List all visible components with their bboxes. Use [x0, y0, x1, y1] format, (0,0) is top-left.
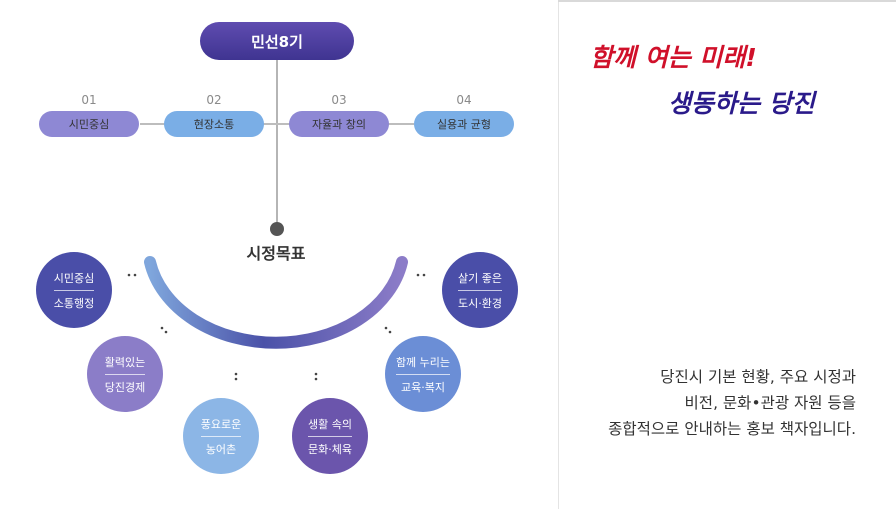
goal-line1: 풍요로운	[200, 416, 242, 437]
description: 당진시 기본 현황, 주요 시정과 비전, 문화•관광 자원 등을 종합적으로 …	[526, 364, 856, 442]
goal-line2: 농어촌	[205, 442, 237, 456]
goal-line1: 살기 좋은	[458, 270, 502, 291]
value-number-4: 04	[456, 93, 472, 107]
dot-marker	[422, 273, 426, 277]
slogan-line-1: 함께 여는 미래!	[590, 43, 757, 72]
dot-marker	[127, 273, 131, 277]
description-line: 당진시 기본 현황, 주요 시정과	[660, 368, 856, 386]
dot-marker	[160, 326, 164, 330]
goal-line2: 소통행정	[53, 296, 95, 310]
goal-circle-4: 생활 속의 문화·체육	[292, 398, 368, 474]
dot-marker	[314, 377, 318, 381]
goal-line1: 함께 누리는	[395, 354, 451, 375]
dot-marker	[133, 273, 137, 277]
goal-circle-5: 함께 누리는 교육·복지	[385, 336, 461, 412]
connector-dot	[270, 222, 284, 236]
goal-line1: 활력있는	[104, 354, 146, 375]
dot-marker	[234, 377, 238, 381]
goal-line1: 시민중심	[53, 270, 95, 291]
goal-line1: 생활 속의	[308, 416, 352, 437]
dot-marker	[388, 330, 392, 334]
value-number-1: 01	[81, 93, 97, 107]
description-line: 종합적으로 안내하는 홍보 책자입니다.	[608, 420, 856, 438]
top-title-pill: 민선8기	[200, 22, 354, 60]
slogan-line-2: 생동하는 당진	[668, 89, 815, 118]
dot-marker	[416, 273, 420, 277]
value-pill-4: 실용과 균형	[414, 111, 514, 137]
panel-divider-vertical	[558, 0, 559, 509]
dot-marker	[314, 372, 318, 376]
value-pill-3: 자율과 창의	[289, 111, 389, 137]
arc-band	[144, 256, 408, 349]
value-pill-2: 현장소통	[164, 111, 264, 137]
goal-circle-1: 시민중심 소통행정	[36, 252, 112, 328]
dot-marker	[164, 330, 168, 334]
value-number-2: 02	[206, 93, 222, 107]
arc-separators	[172, 319, 380, 363]
goal-line2: 당진경제	[104, 380, 146, 394]
goal-circle-3: 풍요로운 농어촌	[183, 398, 259, 474]
value-number-3: 03	[331, 93, 347, 107]
connector-horizontal	[140, 123, 414, 125]
slogan: 함께 여는 미래! 생동하는 당진	[580, 38, 870, 128]
value-pill-1: 시민중심	[39, 111, 139, 137]
goal-circle-6: 살기 좋은 도시·환경	[442, 252, 518, 328]
goal-line2: 도시·환경	[458, 296, 502, 310]
description-line: 비전, 문화•관광 자원 등을	[684, 394, 856, 412]
dot-marker	[384, 326, 388, 330]
goal-line2: 교육·복지	[401, 380, 445, 394]
goal-line2: 문화·체육	[308, 442, 352, 456]
goal-title: 시정목표	[246, 244, 306, 263]
goal-circle-2: 활력있는 당진경제	[87, 336, 163, 412]
goal-arc	[127, 256, 426, 381]
panel-divider-top	[558, 0, 896, 2]
connector-vertical	[276, 60, 278, 228]
dot-marker	[234, 372, 238, 376]
